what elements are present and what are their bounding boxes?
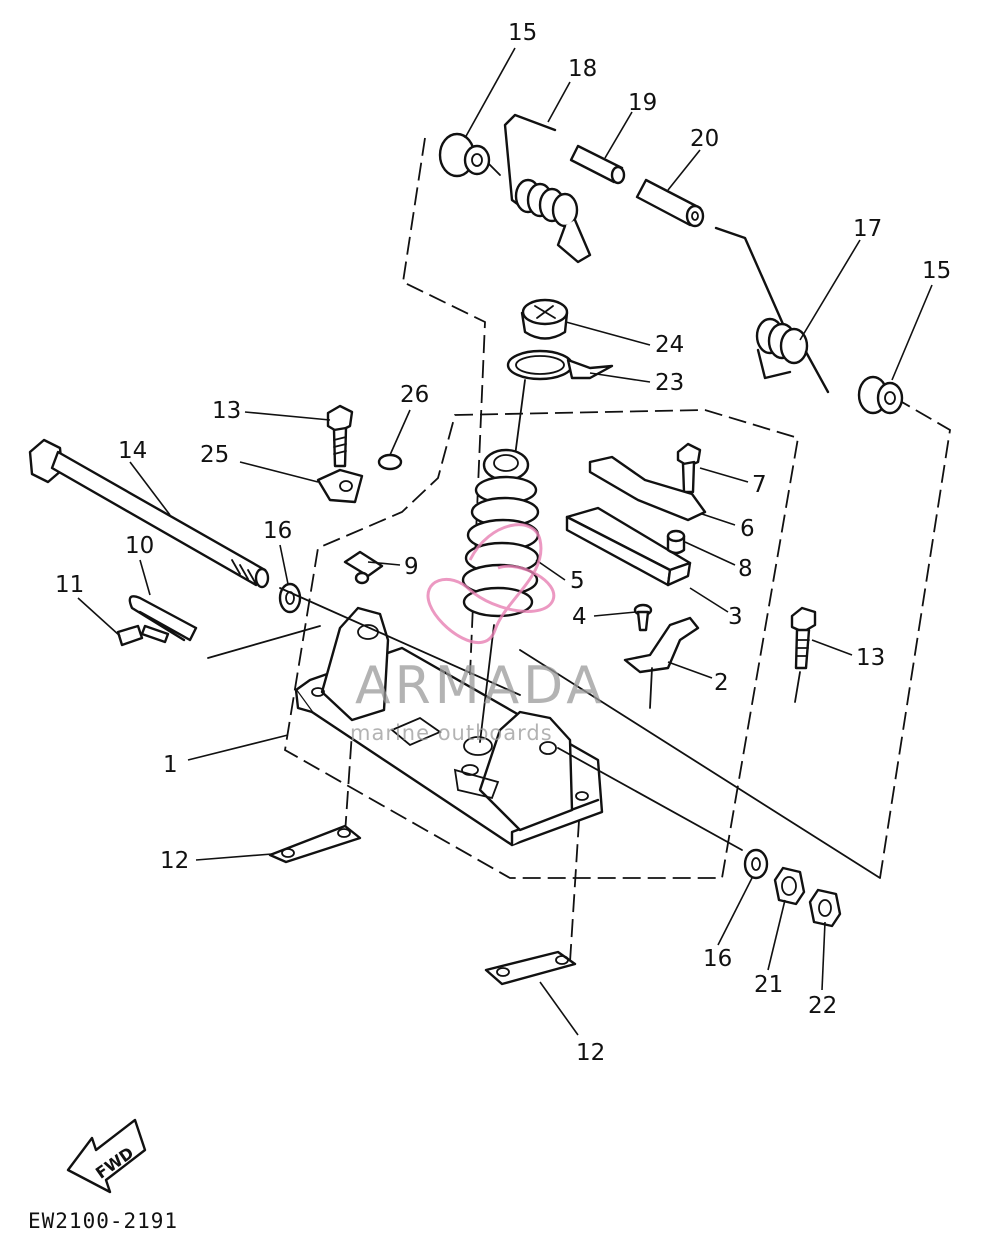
callout-14: 14: [118, 438, 147, 464]
axis-line: [514, 379, 526, 457]
part-7-bolt: [676, 442, 702, 494]
dashed-frame-rear-spring: [402, 137, 951, 879]
part-26-o-ring: [377, 453, 403, 471]
part-14-through-bolt: [28, 438, 270, 589]
axis-line: [557, 747, 743, 851]
callout-7: 7: [752, 472, 767, 498]
callout-6: 6: [740, 516, 755, 542]
callout-labels: 15 18 19 20 17 15 24 23 26 13 14 25 7 6 …: [55, 20, 951, 1066]
axis-line: [279, 587, 521, 696]
part-4-screw: [633, 603, 653, 632]
leader-lines: [77, 47, 933, 1036]
part-10-u-clip: [128, 595, 198, 642]
part-21-spacer: [773, 866, 806, 906]
part-3-block: [565, 506, 692, 587]
watermark: ARMADA marine outboards: [350, 523, 606, 745]
drawing-code: EW2100-2191: [28, 1209, 178, 1233]
callout-9: 9: [404, 554, 419, 580]
fwd-arrow-icon: FWD: [66, 1118, 147, 1194]
part-16-washer-left: [278, 582, 302, 614]
callout-8: 8: [738, 556, 753, 582]
part-5-bellows-boot: [461, 448, 540, 618]
part-6-plate: [588, 455, 707, 522]
dashed-frame-mount: [284, 409, 800, 879]
part-11-pin: [116, 624, 170, 647]
part-20-sleeve: [635, 178, 705, 228]
callout-20: 20: [690, 126, 719, 152]
part-13-bolt-left: [326, 404, 354, 468]
axis-line: [649, 667, 653, 709]
part-9-clip: [343, 550, 384, 585]
callout-11: 11: [55, 572, 84, 598]
callout-25: 25: [200, 442, 229, 468]
part-16-washer-right: [743, 848, 769, 880]
watermark-logo-icon: [426, 523, 556, 644]
part-23-clamp: [506, 349, 614, 381]
callout-13: 13: [856, 645, 885, 671]
callout-12: 12: [160, 848, 189, 874]
callout-3: 3: [728, 604, 743, 630]
axis-line: [479, 624, 495, 743]
part-1-mount-base: [294, 606, 604, 847]
part-25-bracket: [316, 468, 364, 504]
part-15-bushing-right: [857, 375, 904, 415]
part-22-nut: [808, 888, 842, 928]
callout-23: 23: [655, 370, 684, 396]
part-13-bolt-right: [790, 606, 817, 670]
part-19-sleeve: [569, 144, 626, 185]
callout-22: 22: [808, 993, 837, 1019]
part-18-torsion-spring: [503, 113, 592, 264]
callout-17: 17: [853, 216, 882, 242]
part-12-plate-upper: [268, 824, 362, 864]
callout-26: 26: [400, 382, 429, 408]
callout-19: 19: [628, 90, 657, 116]
callout-18: 18: [568, 56, 597, 82]
part-12-plate-lower: [484, 950, 577, 986]
callout-2: 2: [714, 670, 729, 696]
part-8-cap: [666, 529, 686, 555]
part-24-cap: [520, 298, 569, 340]
callout-10: 10: [125, 533, 154, 559]
axis-line: [519, 649, 881, 879]
callout-4: 4: [572, 604, 587, 630]
watermark-tagline: marine outboards: [350, 721, 553, 745]
callout-12: 12: [576, 1040, 605, 1066]
callout-15: 15: [922, 258, 951, 284]
callout-24: 24: [655, 332, 684, 358]
callout-16: 16: [703, 946, 732, 972]
callout-15: 15: [508, 20, 537, 46]
part-17-torsion-spring: [714, 226, 830, 394]
callout-5: 5: [570, 568, 585, 594]
callout-1: 1: [163, 752, 178, 778]
callout-21: 21: [754, 972, 783, 998]
callout-16: 16: [263, 518, 292, 544]
part-15-bushing-left: [438, 132, 501, 178]
watermark-brand: ARMADA: [355, 656, 606, 716]
part-2-bracket: [623, 616, 700, 674]
callout-13: 13: [212, 398, 241, 424]
axis-line: [794, 671, 801, 703]
axis-line: [207, 625, 321, 659]
